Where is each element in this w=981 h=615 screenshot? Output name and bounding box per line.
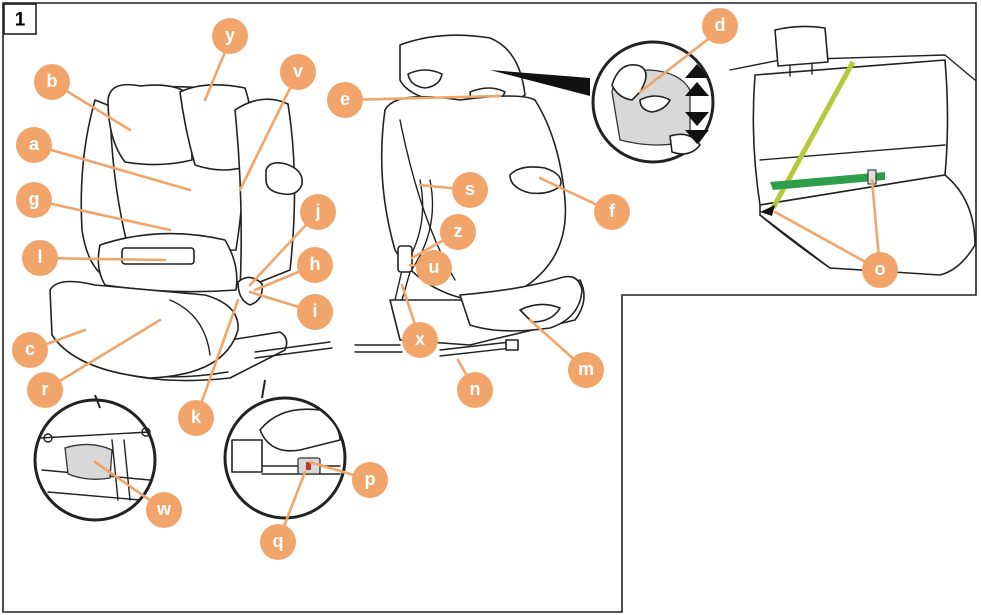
svg-text:j: j — [314, 201, 320, 221]
svg-text:d: d — [715, 15, 726, 35]
callout-q: q — [260, 524, 296, 560]
callout-v: v — [280, 54, 316, 90]
svg-text:r: r — [41, 379, 48, 399]
svg-text:b: b — [47, 71, 58, 91]
callout-y: y — [212, 18, 248, 54]
svg-text:c: c — [25, 339, 35, 359]
callout-c: c — [12, 332, 48, 368]
car-seat-front-view — [49, 83, 333, 382]
svg-text:i: i — [312, 301, 317, 321]
callout-p: p — [352, 462, 388, 498]
svg-text:v: v — [293, 61, 303, 81]
svg-text:p: p — [365, 469, 376, 489]
callout-e: e — [327, 82, 363, 118]
callout-o: o — [862, 252, 898, 288]
callout-f: f — [594, 194, 630, 230]
svg-text:g: g — [29, 189, 40, 209]
svg-text:e: e — [340, 89, 350, 109]
callout-a: a — [16, 127, 52, 163]
callout-d: d — [702, 8, 738, 44]
svg-text:z: z — [454, 221, 463, 241]
arrow-down-icon — [685, 112, 709, 126]
figure-number-box: 1 — [3, 3, 37, 35]
svg-text:o: o — [875, 259, 886, 279]
svg-text:n: n — [470, 379, 481, 399]
svg-text:m: m — [578, 359, 594, 379]
callout-s: s — [452, 172, 488, 208]
callout-m: m — [568, 352, 604, 388]
svg-text:f: f — [609, 201, 616, 221]
zoom-detail-isofix — [223, 379, 347, 520]
svg-text:w: w — [156, 499, 172, 519]
callout-g: g — [16, 182, 52, 218]
zoom-detail-storage — [33, 394, 157, 522]
callout-i: i — [297, 294, 333, 330]
callout-j: j — [300, 194, 336, 230]
arrow-down-icon — [685, 130, 709, 144]
callout-l: l — [22, 240, 58, 276]
zoom-detail-headrest — [490, 40, 715, 164]
svg-text:s: s — [465, 179, 475, 199]
svg-text:l: l — [37, 247, 42, 267]
svg-text:k: k — [191, 407, 202, 427]
callout-x: x — [402, 322, 438, 358]
callout-w: w — [146, 492, 182, 528]
svg-text:q: q — [273, 531, 284, 551]
vehicle-seat — [729, 25, 976, 276]
svg-text:h: h — [310, 254, 321, 274]
svg-text:x: x — [415, 329, 425, 349]
callout-u: u — [416, 250, 452, 286]
callout-z: z — [440, 214, 476, 250]
arrow-up-icon — [685, 64, 709, 78]
svg-text:u: u — [429, 257, 440, 277]
callout-r: r — [27, 372, 63, 408]
hand-icon — [611, 64, 647, 101]
callout-k: k — [178, 400, 214, 436]
svg-text:y: y — [225, 25, 235, 45]
figure-number: 1 — [15, 10, 26, 31]
callout-b: b — [34, 64, 70, 100]
callout-h: h — [297, 247, 333, 283]
arrow-up-icon — [685, 82, 709, 96]
svg-text:a: a — [29, 134, 40, 154]
callout-n: n — [457, 372, 493, 408]
